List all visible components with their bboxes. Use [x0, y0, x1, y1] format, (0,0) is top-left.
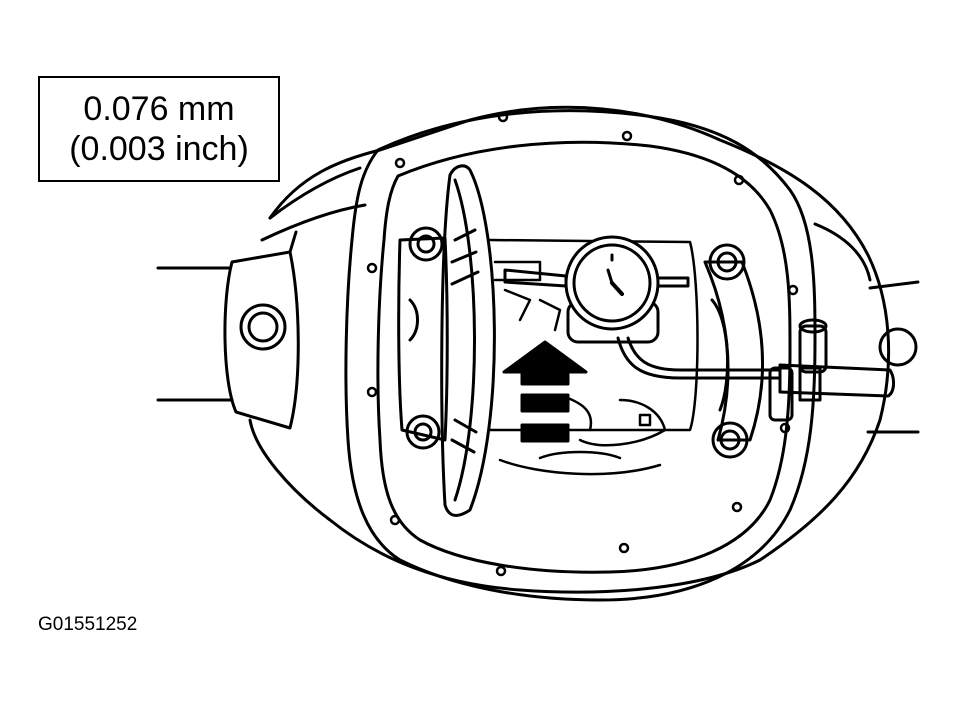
differential-case [488, 238, 699, 476]
left-axle-flange [223, 230, 300, 430]
spec-metric-value: 0.076 mm [83, 90, 235, 128]
backlash-spec-box: 0.076 mm (0.003 inch) [38, 76, 280, 182]
figure-id: G01551252 [38, 614, 138, 635]
left-bearing-cap [397, 226, 449, 450]
spec-imperial-value: (0.003 inch) [69, 130, 249, 168]
ring-gear [440, 164, 496, 517]
direction-arrow-icon [502, 340, 588, 443]
indicator-support-rod [616, 318, 895, 422]
right-bearing-cap [703, 243, 764, 459]
cover-bolts [366, 111, 799, 577]
cover-flange [344, 109, 817, 602]
right-fill-plug [878, 327, 918, 367]
dial-indicator-icon [503, 235, 690, 344]
